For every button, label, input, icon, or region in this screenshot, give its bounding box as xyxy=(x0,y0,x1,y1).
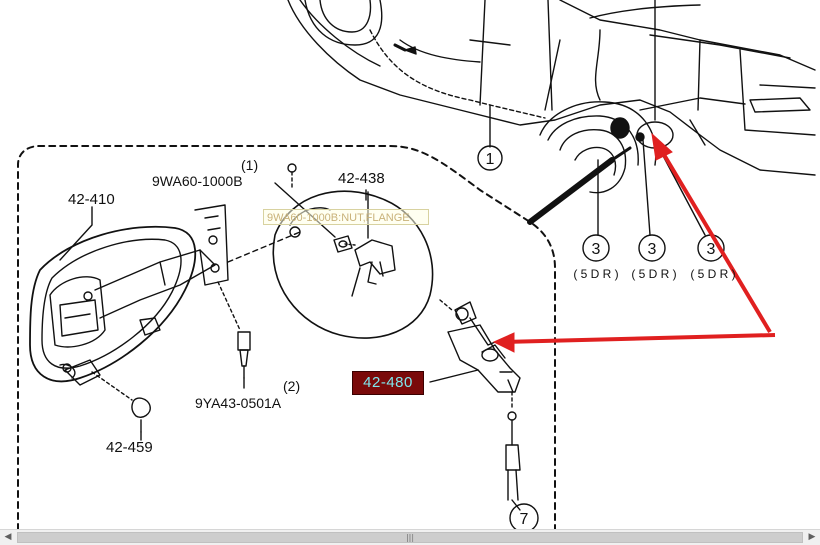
callout-3-a: 3 xyxy=(592,241,601,258)
callout-7: 7 xyxy=(520,511,529,528)
scroll-left-arrow[interactable]: ◀ xyxy=(0,530,16,545)
detail-boundary xyxy=(17,145,556,531)
leader-lines xyxy=(59,189,367,441)
label-42-459: 42-459 xyxy=(106,439,153,456)
callout-3-c: 3 xyxy=(707,241,716,258)
label-9wa60-1000b: 9WA60-1000B xyxy=(152,173,243,189)
part-tooltip: 9WA60-1000B:NUT,FLANGE xyxy=(263,209,429,225)
car-body xyxy=(287,0,816,236)
label-qty-2: (2) xyxy=(283,378,300,394)
scroll-thumb[interactable]: ||| xyxy=(17,532,803,543)
screw-part xyxy=(237,331,251,379)
opener-part xyxy=(429,299,521,511)
housing-part xyxy=(272,163,434,339)
callout-3-b: 3 xyxy=(648,241,657,258)
bumper-part xyxy=(131,397,151,433)
annotation-arrows xyxy=(492,132,776,353)
label-42-438: 42-438 xyxy=(338,170,385,187)
diagram-labels: 1 3 3 3 7 ( 5 D R ) ( 5 D R ) ( 5 D R ) … xyxy=(68,151,736,528)
scroll-grip-icon: ||| xyxy=(405,533,415,542)
label-42-410: 42-410 xyxy=(68,191,115,208)
label-qty-1: (1) xyxy=(241,157,258,173)
fuel-lid-part xyxy=(29,204,301,401)
label-9ya43-0501a: 9YA43-0501A xyxy=(195,395,282,411)
callout-1: 1 xyxy=(486,151,495,168)
scroll-right-arrow[interactable]: ▶ xyxy=(804,530,820,545)
door-note-3: ( 5 D R ) xyxy=(690,267,735,281)
label-42-480-highlighted[interactable]: 42-480 xyxy=(352,371,424,395)
door-note-2: ( 5 D R ) xyxy=(631,267,676,281)
horizontal-scrollbar[interactable]: ◀ ||| ▶ xyxy=(0,529,820,545)
door-note-1: ( 5 D R ) xyxy=(573,267,618,281)
